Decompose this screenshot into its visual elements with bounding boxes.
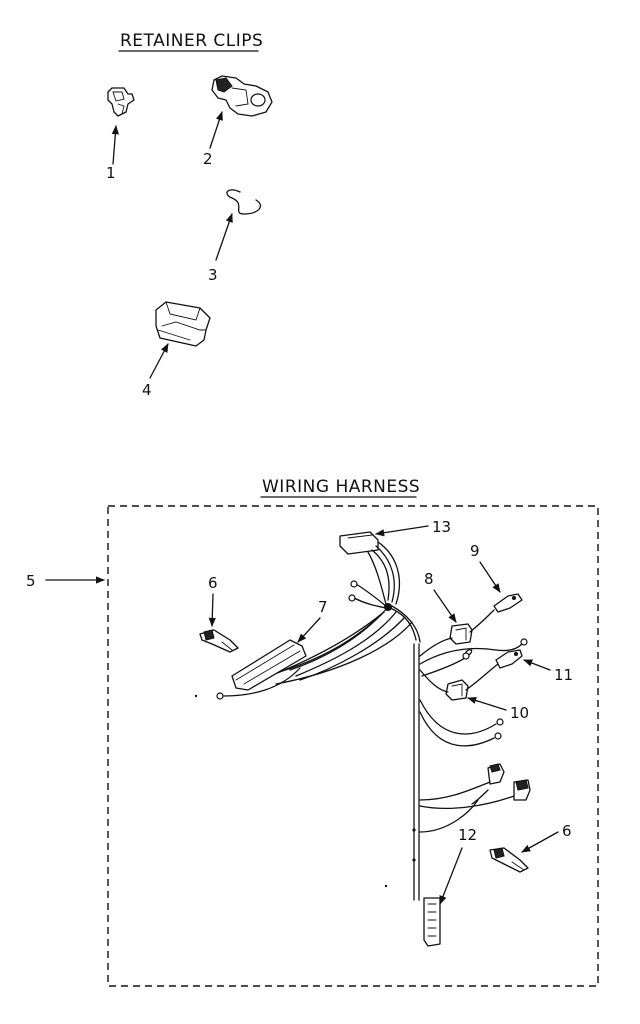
connector-10 xyxy=(445,679,469,701)
part-3-hook-clip xyxy=(226,189,261,215)
terminal-11 xyxy=(495,649,523,669)
callout-3-leader xyxy=(215,213,233,261)
callout-6-upper-leader xyxy=(208,593,216,627)
callout-2: 2 xyxy=(203,150,213,168)
retainer-clips-heading: RETAINER CLIPS xyxy=(118,31,263,52)
callout-13-leader xyxy=(375,525,429,537)
connector-7 xyxy=(231,639,307,691)
wiring-harness-title: WIRING HARNESS xyxy=(262,477,420,497)
callout-12-leader xyxy=(439,847,463,905)
callout-3: 3 xyxy=(208,266,218,284)
part-2-retainer-clip xyxy=(211,75,273,117)
callout-8-leader xyxy=(433,589,457,623)
callout-9: 9 xyxy=(470,542,480,560)
callout-6-upper: 6 xyxy=(208,574,218,592)
part-4-sleeve-clip xyxy=(155,301,211,347)
connector-8 xyxy=(449,623,473,645)
callout-11-leader xyxy=(523,659,551,671)
wiring-harness xyxy=(194,531,531,947)
callout-1: 1 xyxy=(106,164,116,182)
callout-1-leader xyxy=(111,125,119,165)
part-1-retainer-clip xyxy=(107,87,135,117)
callout-11: 11 xyxy=(554,666,573,684)
callout-10: 10 xyxy=(510,704,529,722)
wiring-harness-heading: WIRING HARNESS xyxy=(260,477,420,498)
callout-7-leader xyxy=(297,617,321,643)
callout-7: 7 xyxy=(318,598,328,616)
terminal-9 xyxy=(493,593,523,613)
callout-9-leader xyxy=(479,561,501,593)
callout-4: 4 xyxy=(142,381,152,399)
callout-4-leader xyxy=(149,343,169,379)
retainer-clips-title: RETAINER CLIPS xyxy=(120,31,263,51)
callout-8: 8 xyxy=(424,570,434,588)
callout-6-lower: 6 xyxy=(562,822,572,840)
callout-2-leader xyxy=(209,111,223,149)
callout-13: 13 xyxy=(432,518,451,536)
callout-10-leader xyxy=(467,696,507,711)
callout-5: 5 xyxy=(26,572,36,590)
connector-12 xyxy=(423,897,441,947)
callout-6-lower-leader xyxy=(521,831,559,853)
callout-12: 12 xyxy=(458,826,477,844)
wiring-harness-boundary xyxy=(107,505,599,987)
